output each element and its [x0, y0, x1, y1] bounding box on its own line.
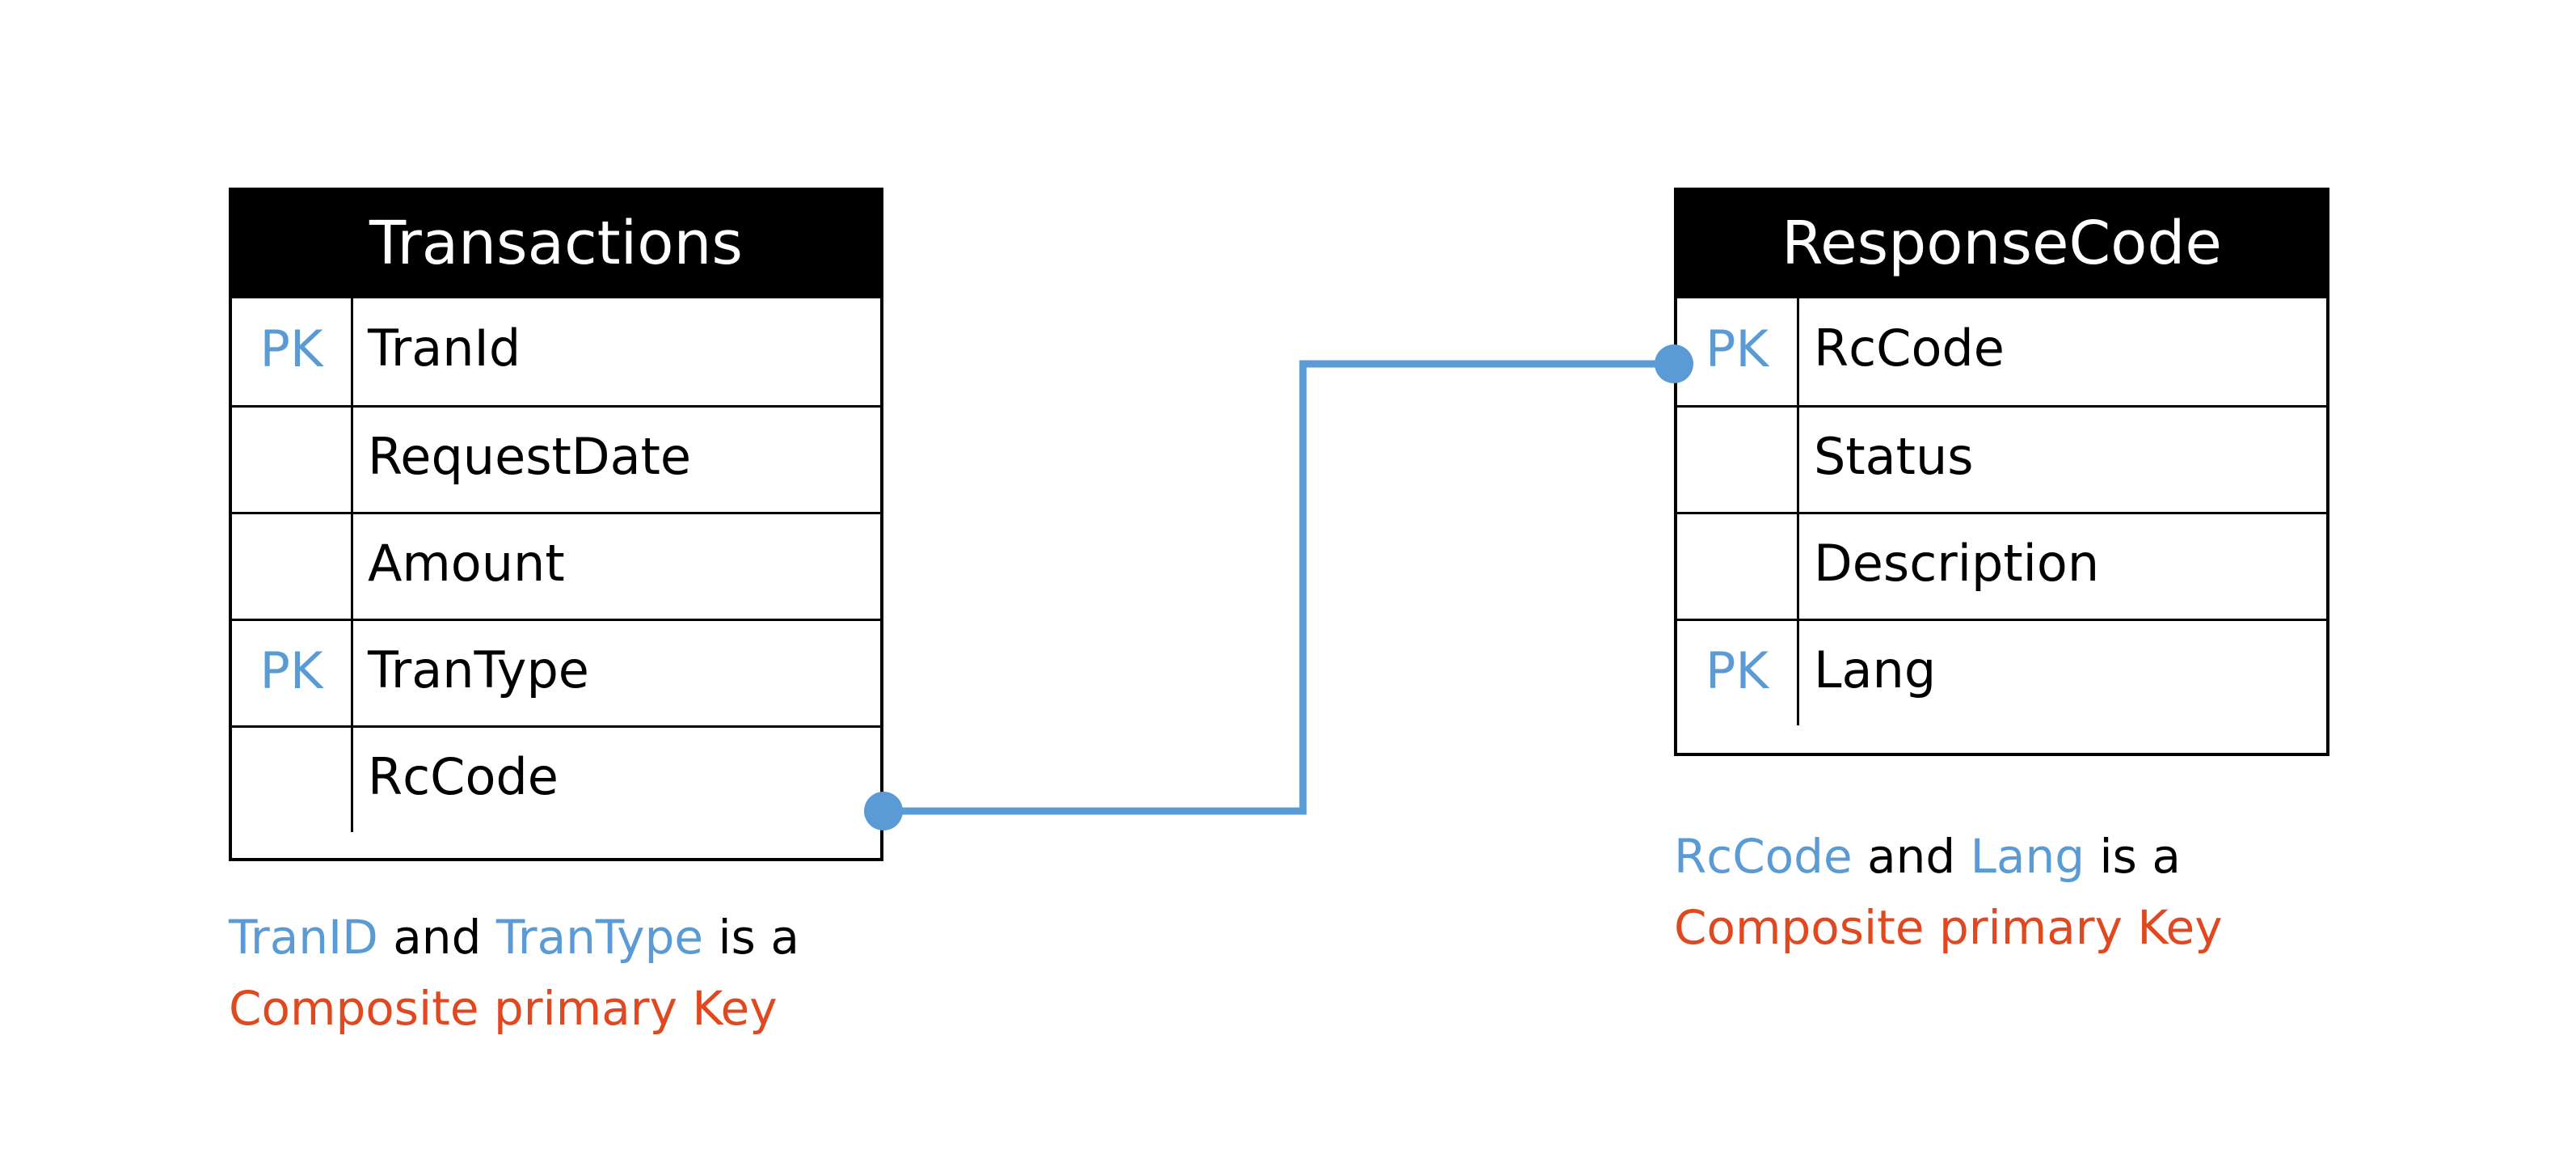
caption-tail: is a	[2085, 829, 2181, 884]
caption-line-1: RcCode and Lang is a	[1674, 821, 2223, 892]
field-key-badge: PK	[1677, 298, 1799, 405]
caption-conjunction: and	[1852, 829, 1971, 884]
entity-title-responsecode: ResponseCode	[1677, 191, 2326, 298]
caption-responsecode-composite-key: RcCode and Lang is a Composite primary K…	[1674, 821, 2223, 963]
caption-key-lang: Lang	[1970, 829, 2085, 884]
field-name-label: RcCode	[1814, 319, 2005, 378]
field-name-label: Description	[1814, 533, 2100, 593]
field-key-badge	[232, 408, 353, 512]
field-key-badge: PK	[232, 298, 353, 405]
field-name-label: RequestDate	[368, 426, 692, 486]
caption-line-2: Composite primary Key	[1674, 900, 2223, 955]
entity-fields-responsecode: PK RcCode Status Description PK Lang	[1677, 298, 2326, 725]
entity-field-row[interactable]: RequestDate	[232, 405, 880, 512]
field-name-label: TranId	[368, 319, 521, 378]
caption-tail: is a	[703, 910, 799, 965]
field-key-badge	[1677, 408, 1799, 512]
caption-transactions-composite-key: TranID and TranType is a Composite prima…	[229, 902, 799, 1044]
field-key-badge	[1677, 514, 1799, 619]
field-name-label: TranType	[368, 640, 589, 699]
entity-field-row[interactable]: RcCode	[232, 725, 880, 832]
field-name-label: Status	[1814, 426, 1974, 486]
caption-key-trantype: TranType	[495, 910, 704, 965]
field-key-badge	[232, 514, 353, 619]
field-key-badge	[232, 728, 353, 832]
entity-fields-transactions: PK TranId RequestDate Amount PK TranType…	[232, 298, 880, 832]
entity-field-row[interactable]: Description	[1677, 512, 2326, 619]
field-name-label: Lang	[1814, 640, 1937, 699]
entity-field-row[interactable]: PK TranType	[232, 619, 880, 725]
entity-field-row[interactable]: PK RcCode	[1677, 298, 2326, 405]
entity-field-row[interactable]: Amount	[232, 512, 880, 619]
entity-field-row[interactable]: Status	[1677, 405, 2326, 512]
entity-table-responsecode[interactable]: ResponseCode PK RcCode Status Descriptio…	[1674, 188, 2329, 756]
field-name-label: Amount	[368, 533, 565, 593]
caption-key-tranid: TranID	[229, 910, 378, 965]
connector-line	[883, 360, 1674, 815]
entity-field-row[interactable]: PK TranId	[232, 298, 880, 405]
field-name-label: RcCode	[368, 746, 559, 806]
entity-table-transactions[interactable]: Transactions PK TranId RequestDate Amoun…	[229, 188, 883, 861]
caption-conjunction: and	[377, 910, 496, 965]
entity-field-row[interactable]: PK Lang	[1677, 619, 2326, 725]
caption-line-1: TranID and TranType is a	[229, 902, 799, 973]
caption-line-2: Composite primary Key	[229, 981, 778, 1036]
field-key-badge: PK	[232, 621, 353, 725]
entity-title-transactions: Transactions	[232, 191, 880, 298]
caption-key-rccode: RcCode	[1674, 829, 1853, 884]
field-key-badge: PK	[1677, 621, 1799, 725]
